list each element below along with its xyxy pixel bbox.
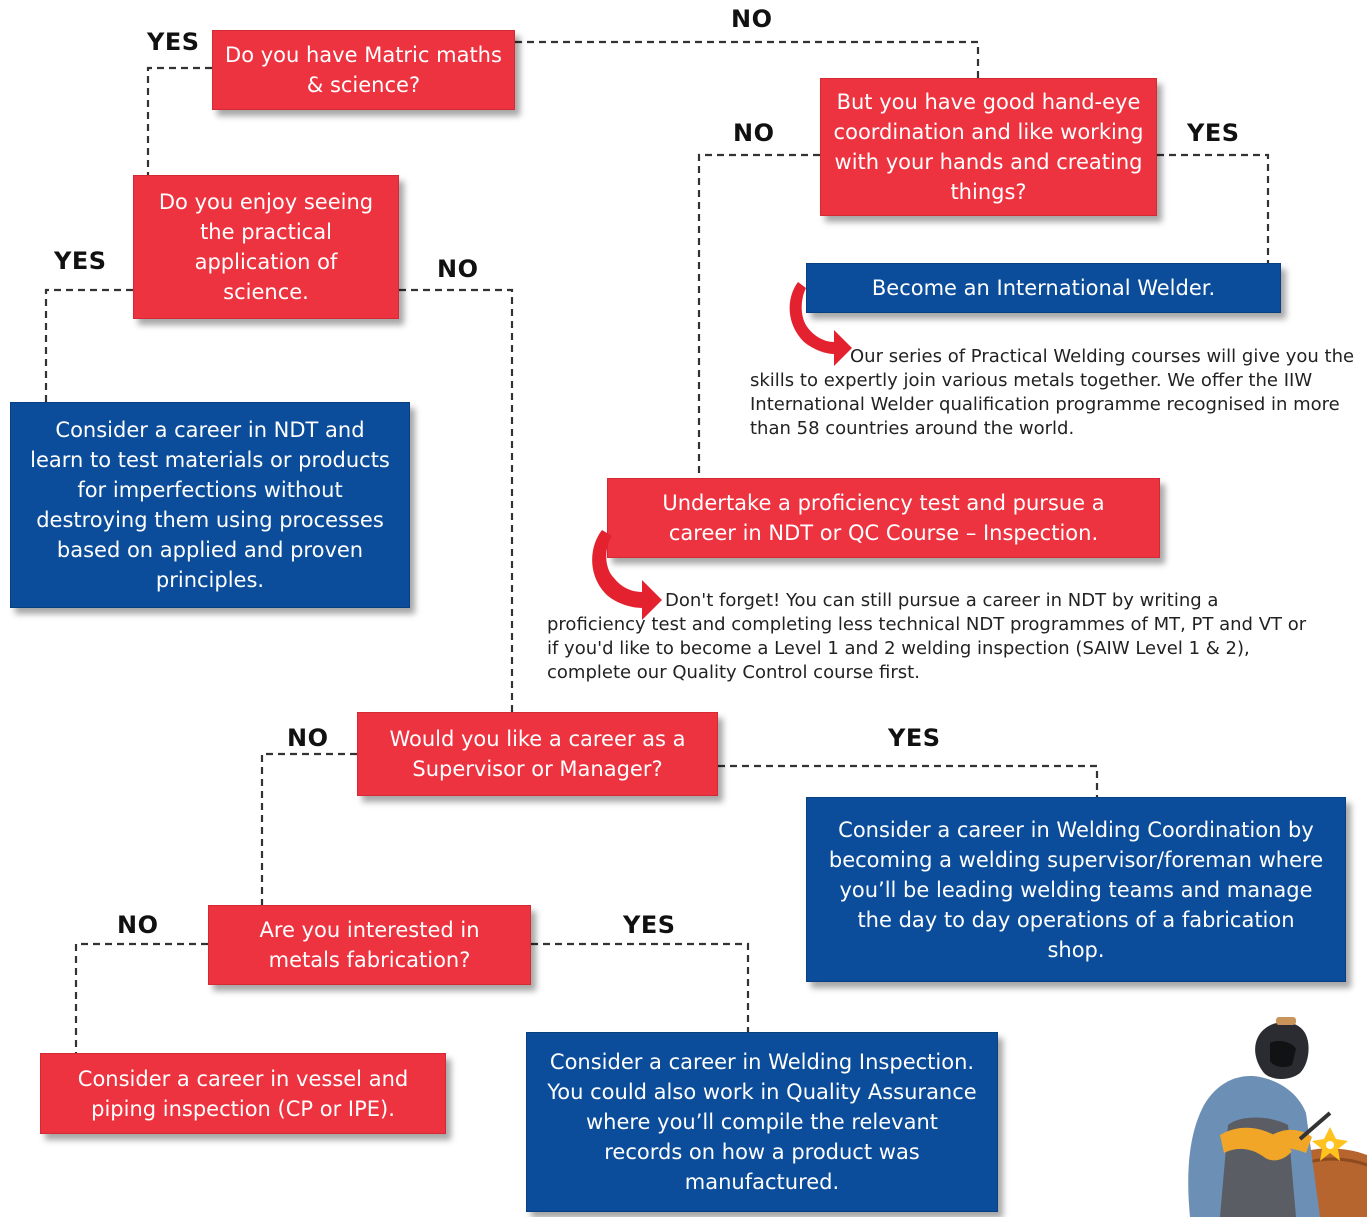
note-welder-courses: Our series of Practical Welding courses … [750,346,1355,439]
question-practical-text: Do you enjoy seeing the practical applic… [158,190,374,304]
question-hand-eye-text: But you have good hand-eye coordination … [833,90,1144,204]
edge-fabrication-no [74,942,208,1053]
edge-handeye-yes [1157,153,1270,263]
result-welding-coordination-text: Consider a career in Welding Coordinatio… [828,817,1324,962]
question-matric-text: Do you have Matric maths & science? [225,43,502,97]
edge-practical-yes [44,288,133,402]
result-international-welder-text: Become an International Welder. [871,276,1216,300]
question-fabrication: Are you interested in metals fabrication… [208,905,531,985]
label-supervisor-no: NO [287,724,329,752]
label-fabrication-no: NO [117,911,159,939]
label-practical-no: NO [437,255,479,283]
result-welding-coordination: Consider a career in Welding Coordinatio… [806,797,1346,982]
note-ndt-proficiency: Don't forget! You can still pursue a car… [547,590,1307,683]
label-supervisor-yes: YES [888,724,941,752]
question-supervisor-text: Would you like a career as a Supervisor … [389,727,686,781]
label-matric-no: NO [731,5,773,33]
question-supervisor: Would you like a career as a Supervisor … [357,712,718,796]
question-hand-eye: But you have good hand-eye coordination … [820,78,1157,216]
welder-illustration [1188,1017,1367,1217]
result-vessel-piping: Consider a career in vessel and piping i… [40,1053,446,1134]
result-welding-inspection: Consider a career in Welding Inspection.… [526,1032,998,1212]
result-ndt: Consider a career in NDT and learn to te… [10,402,410,608]
curved-arrow-icon [592,530,662,620]
edge-supervisor-yes [718,764,1099,797]
edge-supervisor-no [260,752,357,905]
result-vessel-piping-text: Consider a career in vessel and piping i… [77,1066,409,1121]
result-proficiency-test: Undertake a proficiency test and pursue … [607,478,1160,558]
edge-handeye-no [697,153,820,478]
edge-matric-no [515,40,980,78]
label-handeye-no: NO [733,119,775,147]
question-practical: Do you enjoy seeing the practical applic… [133,175,399,319]
result-welding-inspection-text: Consider a career in Welding Inspection.… [547,1050,977,1194]
result-international-welder: Become an International Welder. [806,263,1281,313]
edge-fabrication-yes [531,942,750,1032]
question-matric: Do you have Matric maths & science? [212,30,515,110]
curved-arrow-icon [789,282,852,366]
label-handeye-yes: YES [1187,119,1240,147]
label-matric-yes: YES [147,28,200,56]
label-fabrication-yes: YES [623,911,676,939]
edge-matric-yes [146,66,212,175]
edge-practical-no [399,288,514,712]
result-proficiency-test-text: Undertake a proficiency test and pursue … [662,491,1105,545]
label-practical-yes: YES [54,247,107,275]
question-fabrication-text: Are you interested in metals fabrication… [259,918,480,972]
result-ndt-text: Consider a career in NDT and learn to te… [30,418,390,592]
